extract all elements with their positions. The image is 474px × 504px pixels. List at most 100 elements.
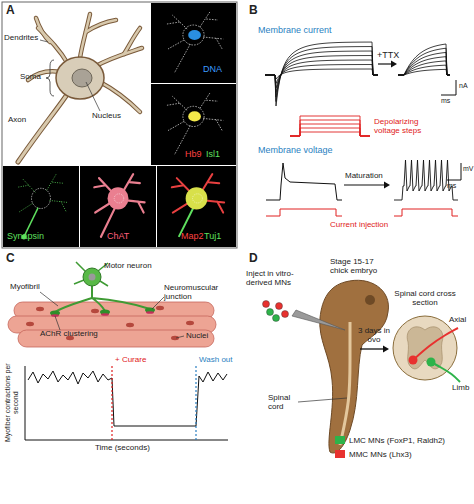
leader-line bbox=[40, 292, 58, 306]
part-label: Limb bbox=[452, 384, 469, 393]
stained-neurites bbox=[94, 174, 144, 237]
motor-nucleus bbox=[89, 274, 96, 281]
dendrite-outline bbox=[96, 48, 142, 66]
part-label: Nucleus bbox=[92, 112, 121, 121]
stained-soma bbox=[108, 187, 129, 209]
soma-bracket bbox=[46, 60, 54, 96]
event-label: Wash out bbox=[199, 356, 233, 365]
leader-line bbox=[152, 297, 164, 309]
stimulus-label: Current injection bbox=[330, 221, 388, 230]
muscle-nucleus bbox=[36, 307, 44, 311]
legend-text: MMC MNs (Lhx3) bbox=[349, 450, 412, 459]
contraction-trace bbox=[28, 371, 227, 426]
dendrite bbox=[86, 20, 116, 32]
muscle-nucleus bbox=[126, 323, 134, 327]
leader-line bbox=[55, 316, 60, 330]
muscle-nucleus bbox=[156, 306, 164, 310]
current-step bbox=[266, 209, 342, 216]
part-label: Neuromuscular junction bbox=[164, 284, 234, 302]
stain-panel: Map2Tuj1 bbox=[157, 166, 236, 247]
leader-line bbox=[298, 398, 347, 402]
current-trace bbox=[398, 44, 450, 75]
part-label: Motor neuron bbox=[104, 262, 152, 271]
neuron-outline bbox=[167, 11, 223, 73]
legend-text: LMC MNs (FoxP1, Raldh2) bbox=[349, 436, 445, 445]
part-label: Axon bbox=[8, 116, 26, 125]
voltage-trace bbox=[266, 163, 342, 200]
scale-bar bbox=[447, 163, 461, 180]
nucleus-outline bbox=[193, 194, 203, 203]
embryo-eye bbox=[365, 295, 375, 305]
leader-line bbox=[40, 40, 48, 42]
stained-nucleus bbox=[188, 111, 201, 121]
leader-line bbox=[176, 336, 184, 338]
part-label: Axial bbox=[449, 316, 466, 325]
part-label: Soma bbox=[20, 73, 41, 82]
dendrite bbox=[100, 82, 140, 112]
event-label: + Curare bbox=[115, 356, 146, 365]
soma-outline bbox=[183, 106, 204, 126]
nucleus-outline bbox=[114, 194, 124, 203]
legend-swatch bbox=[335, 450, 345, 458]
step-label: Inject in vitro-derived MNs bbox=[246, 270, 306, 288]
current-trace bbox=[265, 65, 378, 84]
axial-projection bbox=[413, 328, 458, 360]
scale-unit: mV bbox=[463, 165, 474, 173]
chick-embryo bbox=[320, 280, 389, 453]
panel-b bbox=[265, 42, 461, 216]
arrow-head bbox=[384, 182, 390, 189]
trace-title: Membrane current bbox=[258, 26, 332, 36]
current-trace bbox=[265, 42, 378, 106]
myofiber bbox=[18, 330, 214, 347]
axon-outline bbox=[18, 96, 66, 162]
current-trace bbox=[265, 60, 378, 88]
panel-letter: B bbox=[249, 4, 258, 17]
legend-swatch bbox=[335, 436, 345, 444]
lmc-neurons bbox=[427, 358, 436, 367]
neuron-outline bbox=[17, 174, 67, 212]
voltage-step bbox=[290, 132, 370, 136]
arrow-shaft bbox=[344, 184, 384, 185]
dendrite-outline bbox=[86, 20, 116, 32]
injected-cell bbox=[276, 303, 283, 310]
soma-outline bbox=[32, 188, 51, 208]
axis-title: Myofiber contractions per second bbox=[4, 363, 19, 443]
stain-label: Map2 bbox=[181, 232, 204, 242]
legend: LMC MNs (FoxP1, Raldh2) MMC MNs (Lhx3) bbox=[335, 433, 445, 461]
arrow-shaft bbox=[378, 63, 391, 64]
step-label: 3 days in ovo bbox=[356, 327, 392, 345]
mmc-neurons bbox=[409, 356, 418, 365]
stain-panel: Synapsin bbox=[3, 166, 79, 247]
stained-dendrites bbox=[172, 174, 224, 212]
panel-d bbox=[263, 280, 461, 453]
soma bbox=[56, 57, 104, 99]
legend-entry: MMC MNs (Lhx3) bbox=[335, 447, 445, 461]
stained-neuron bbox=[151, 3, 236, 83]
dendrite-outline bbox=[100, 82, 140, 112]
dendrite bbox=[96, 48, 142, 66]
injected-cell bbox=[267, 309, 274, 316]
scale-unit: ms bbox=[441, 97, 450, 105]
panel-letter: C bbox=[6, 252, 15, 265]
current-trace bbox=[265, 56, 378, 93]
voltage-step bbox=[290, 120, 370, 136]
arrow-head bbox=[383, 346, 389, 353]
scale-bar bbox=[441, 80, 456, 95]
stain-label: Isl1 bbox=[206, 150, 220, 160]
stain-label: Tuj1 bbox=[204, 232, 221, 242]
voltage-step bbox=[290, 116, 370, 136]
achr-cluster bbox=[146, 311, 154, 314]
motor-axon bbox=[55, 286, 150, 312]
limb-projection bbox=[431, 362, 460, 382]
condition-label: +TTX bbox=[377, 51, 399, 61]
muscle-nucleus bbox=[186, 321, 194, 325]
panel-letter: A bbox=[6, 4, 15, 17]
legend-entry: LMC MNs (FoxP1, Raldh2) bbox=[335, 433, 445, 447]
part-label: Dendrites bbox=[4, 34, 38, 43]
injected-cell bbox=[263, 301, 270, 308]
chart-axis bbox=[25, 366, 228, 440]
injected-cell bbox=[282, 311, 289, 318]
voltage-step bbox=[290, 128, 370, 136]
axon bbox=[18, 96, 66, 162]
